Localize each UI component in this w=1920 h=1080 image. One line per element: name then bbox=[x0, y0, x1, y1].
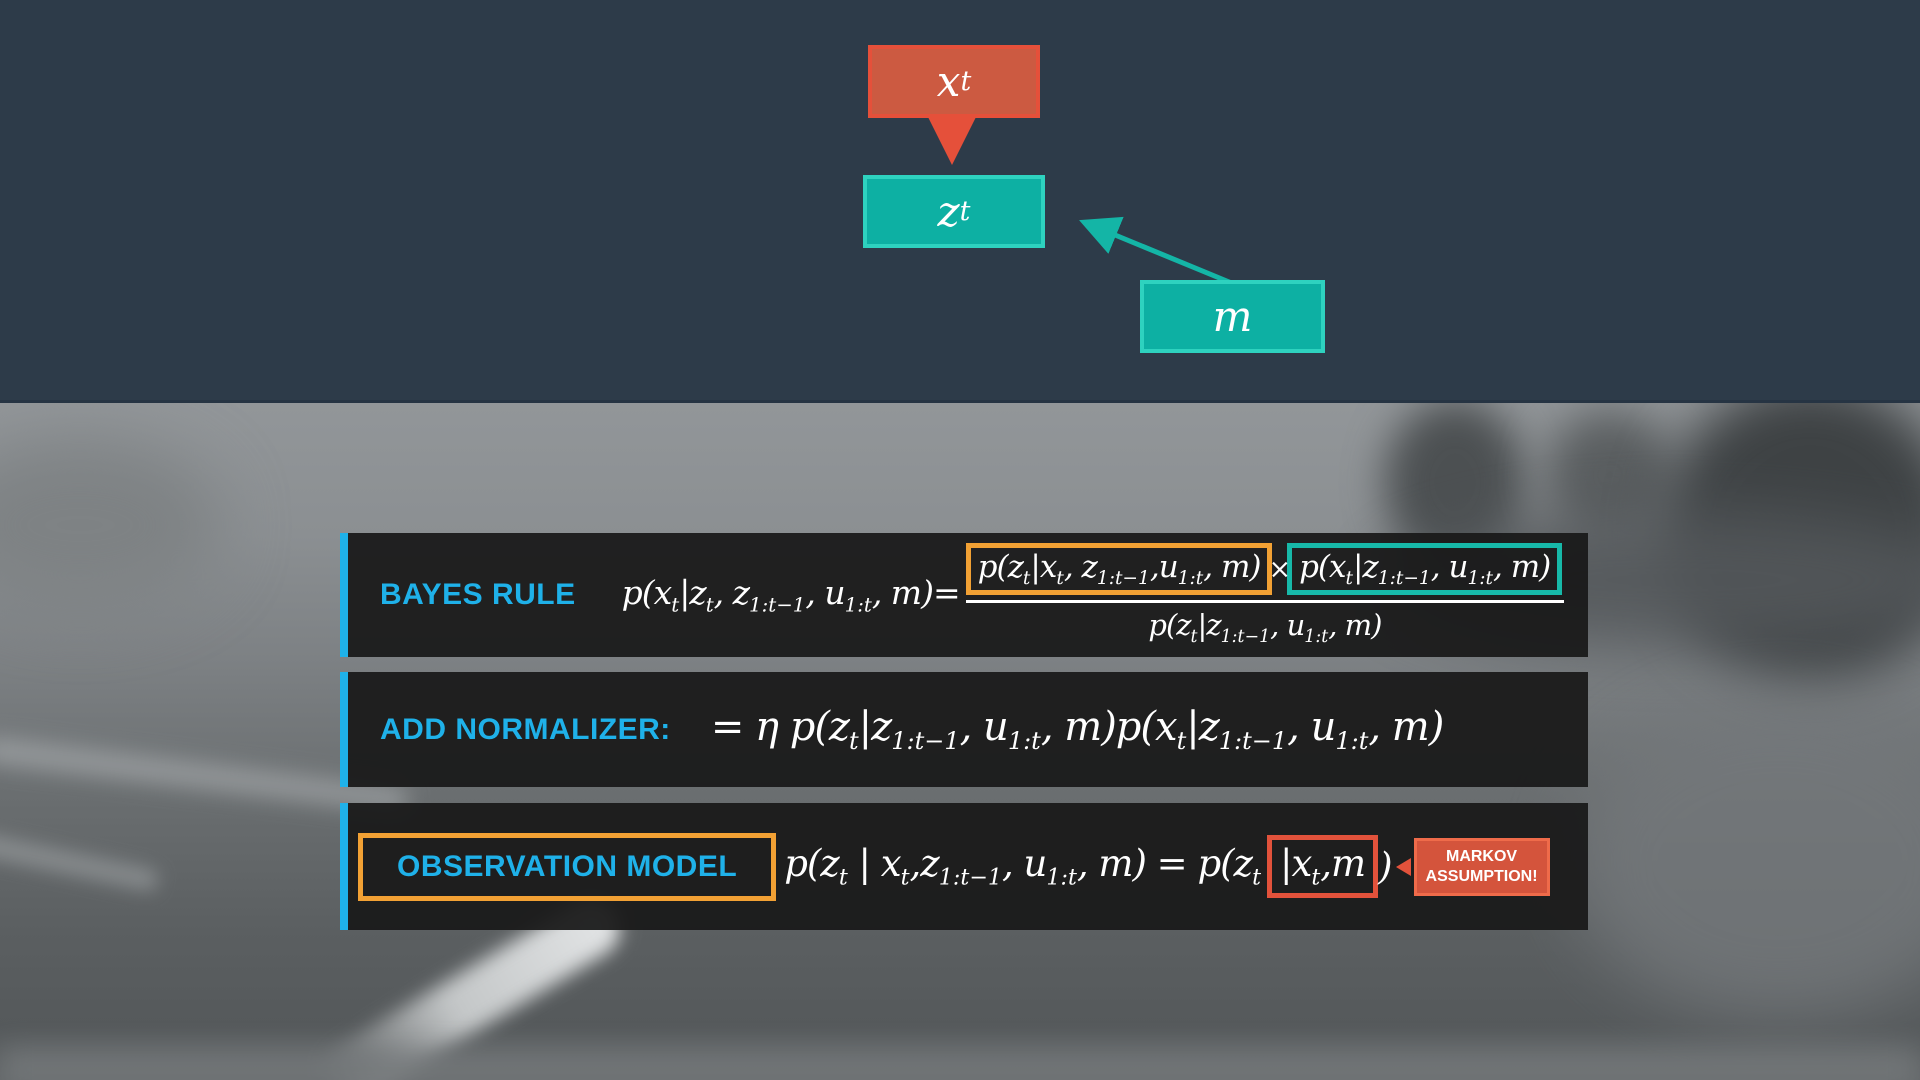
markov-term-box: |xt,m bbox=[1266, 835, 1379, 898]
closing-paren: ) bbox=[1378, 845, 1392, 888]
bayes-lhs-formula: p(xt|zt, z1:t−1, u1:t, m)= bbox=[621, 573, 961, 617]
blurred-road-edge bbox=[1570, 700, 1920, 1020]
bayes-denominator: p(zt|z1:t−1, u1:t, m) bbox=[1148, 608, 1382, 647]
bayes-numerator: p(zt|xt, z1:t−1,u1:t, m) × p(xt|z1:t−1, … bbox=[965, 543, 1565, 604]
multiplication-sign: × bbox=[1268, 553, 1292, 585]
teal-highlight-box: p(xt|z1:t−1, u1:t, m) bbox=[1287, 543, 1563, 596]
diagram-arrows bbox=[928, 117, 1235, 287]
map-node: m bbox=[1140, 280, 1325, 353]
road-photo-background bbox=[0, 400, 1920, 1080]
observation-formula: p(zt | xt,z1:t−1, u1:t, m) = p(zt bbox=[784, 842, 1261, 891]
observation-model-label: OBSERVATION MODEL bbox=[397, 849, 738, 883]
add-normalizer-bar: ADD NORMALIZER: = η p(zt|z1:t−1, u1:t, m… bbox=[340, 672, 1588, 787]
badge-line2: ASSUMPTION! bbox=[1425, 867, 1538, 885]
markov-arrow-icon bbox=[1395, 857, 1411, 876]
orange-highlight-box: p(zt|xt, z1:t−1,u1:t, m) bbox=[965, 543, 1273, 596]
blurred-shoulder-patch bbox=[0, 440, 220, 610]
badge-line1: MARKOV bbox=[1445, 847, 1518, 865]
arrow-m-to-zt-icon bbox=[1079, 216, 1235, 287]
normalizer-formula: = η p(zt|z1:t−1, u1:t, m)p(xt|z1:t−1, u1… bbox=[710, 704, 1445, 755]
lane-marking-streak bbox=[0, 829, 161, 893]
bayes-fraction: p(zt|xt, z1:t−1,u1:t, m) × p(xt|z1:t−1, … bbox=[965, 543, 1565, 647]
observation-model-bar: OBSERVATION MODEL p(zt | xt,z1:t−1, u1:t… bbox=[340, 803, 1588, 930]
road-light-band bbox=[0, 1048, 1920, 1080]
bayes-rule-label: BAYES RULE bbox=[380, 578, 576, 611]
markov-assumption-badge: MARKOV ASSUMPTION! bbox=[1413, 837, 1550, 896]
bayes-rule-bar: BAYES RULE p(xt|zt, z1:t−1, u1:t, m)= p(… bbox=[340, 533, 1588, 657]
orange-label-box: OBSERVATION MODEL bbox=[358, 832, 777, 901]
add-normalizer-label: ADD NORMALIZER: bbox=[380, 712, 671, 746]
